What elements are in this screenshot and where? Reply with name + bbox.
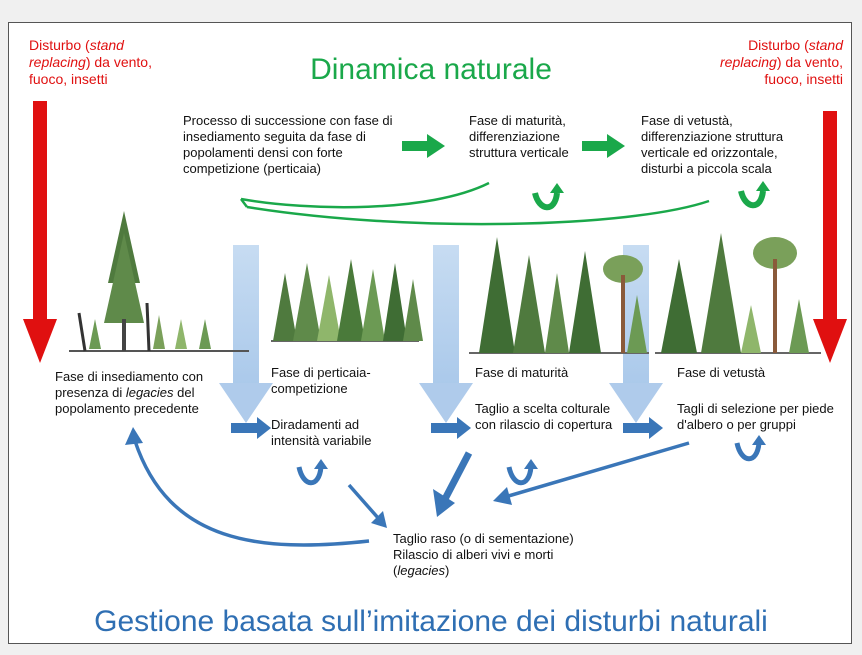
green-cycle-icon-2 xyxy=(738,181,770,209)
blue-cycle-icon-1 xyxy=(296,459,328,486)
clearcut-text: Taglio raso (o di sementazione) Rilascio… xyxy=(393,531,574,578)
blue-arrow-to-clearcut-2 xyxy=(433,451,473,517)
stage-1-text: Fase di insediamento con presenza di leg… xyxy=(55,369,204,416)
small-blue-arrow-2 xyxy=(431,417,471,439)
red-arrow-left xyxy=(23,101,57,363)
treatment-4-text: Tagli di selezione per piede d'albero o … xyxy=(677,401,834,432)
blue-cycle-icon-3 xyxy=(734,435,766,462)
forest-illustration-3 xyxy=(469,237,649,354)
small-blue-arrow-3 xyxy=(623,417,663,439)
blue-cycle-icon-2 xyxy=(506,459,538,486)
disturbance-right-label: Disturbo (stand replacing) da vento, fuo… xyxy=(720,37,843,87)
diagram-graphics xyxy=(23,101,847,547)
stage-2-text: Fase di perticaia-competizione xyxy=(271,365,371,396)
natural-phase-2-text: Fase di maturità, differenziazione strut… xyxy=(469,113,569,160)
disturbance-left-label: Disturbo (stand replacing) da vento, fuo… xyxy=(29,37,152,87)
natural-phase-3-text: Fase di vetustà, differenziazione strutt… xyxy=(641,113,784,176)
blue-arrow-to-clearcut-3 xyxy=(493,441,690,505)
green-arrow-2 xyxy=(582,134,625,158)
blue-return-arrow xyxy=(125,427,370,547)
diagram-frame: Dinamica naturale Disturbo (stand replac… xyxy=(8,22,852,644)
lightblue-arrow-2 xyxy=(419,245,473,423)
treatment-3-text: Taglio a scelta colturale con rilascio d… xyxy=(475,401,613,432)
forest-illustration-4 xyxy=(655,233,821,354)
natural-phase-1-text: Processo di successione con fase di inse… xyxy=(183,113,393,176)
green-arrow-1 xyxy=(402,134,445,158)
management-title: Gestione basata sull’imitazione dei dist… xyxy=(94,605,768,638)
lightblue-arrow-1 xyxy=(219,245,273,423)
forest-illustration-2 xyxy=(271,259,423,342)
red-arrow-right xyxy=(813,111,847,363)
forest-illustration-1 xyxy=(69,211,249,352)
treatment-2-text: Diradamenti ad intensità variabile xyxy=(271,417,372,448)
stage-4-text: Fase di vetustà xyxy=(677,365,766,380)
blue-arrow-to-clearcut-1 xyxy=(347,483,387,528)
green-return-curves xyxy=(240,181,710,226)
natural-dynamics-title: Dinamica naturale xyxy=(310,53,552,86)
green-cycle-icon-1 xyxy=(532,183,564,211)
small-blue-arrow-1 xyxy=(231,417,271,439)
stage-3-text: Fase di maturità xyxy=(475,365,569,380)
